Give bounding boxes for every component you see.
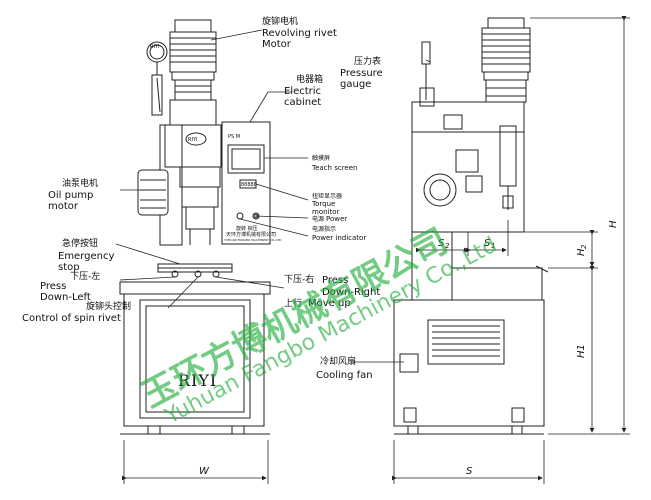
revolving-motor-label-en2: Motor (262, 39, 292, 50)
gauge-brand-text: RIYI (150, 44, 159, 50)
oil-pump-motor-drawing (137, 169, 169, 216)
pressure-gauge-front (146, 41, 168, 116)
move-up-label-cn: 上行 (284, 297, 302, 309)
revolving-motor-label-en1: Revolving rivet (262, 28, 337, 39)
torque-display-text: 88888 (241, 182, 257, 188)
pressure-gauge-side (419, 41, 435, 107)
pressure-gauge-label-en1: Pressure (340, 68, 383, 79)
oil-pump-label-en1: Oil pump (48, 190, 93, 201)
dim-H1: H1 (576, 344, 587, 358)
dim-S2: S (438, 238, 445, 249)
dim-W: W (199, 466, 210, 477)
callout-leaders (115, 29, 431, 363)
labels: 旋铆电机 Revolving rivet Motor 电器箱 Electric … (22, 15, 383, 381)
dim-S1: S (484, 238, 491, 249)
watermark-en: Yuhuan Fangbo Machinery Co.,Ltd (160, 233, 501, 430)
head-badge-text: RIYI (188, 137, 197, 143)
dim-H2: H (576, 248, 587, 256)
panel-top-label: PS M (228, 134, 240, 140)
spin-label-cn: 旋铆头控制 (86, 300, 131, 312)
power-indicator-label-en: Power indicator (312, 234, 366, 242)
press-right-label-en2: Down-Right (322, 287, 380, 298)
teach-screen-label-cn: 触摸屏 (312, 154, 330, 162)
dimension-lines (122, 16, 630, 484)
power-indicator-label-cn: 电源指示 (312, 225, 336, 233)
side-view (393, 17, 549, 435)
torque-label-cn: 扭矩显示器 (312, 192, 342, 200)
dim-H2-sub: 2 (580, 244, 588, 249)
power-label-en: Power (326, 215, 347, 223)
dim-S2-sub: 2 (445, 242, 450, 250)
panel-small-cn: 旋转 铆压 (236, 225, 258, 232)
watermark-cn: 玉环方博机械有限公司 (135, 221, 454, 416)
press-right-label-en1: Press (322, 275, 348, 286)
move-up-label-en: Move up (308, 298, 351, 309)
cooling-fan-label-cn: 冷却风扇 (320, 355, 356, 367)
dim-H: H (608, 220, 619, 228)
front-view (119, 19, 271, 435)
electric-cabinet-label-en1: Electric (284, 86, 321, 97)
press-left-label-en1: Press (40, 281, 66, 292)
watermark: 玉环方博机械有限公司 Yuhuan Fangbo Machinery Co.,L… (135, 221, 501, 430)
monitor-label-en: monitor (312, 208, 340, 216)
dimension-labels: W S S 2 S 1 H H1 H 2 (199, 220, 619, 477)
press-left-label-en2: Down-Left (40, 292, 91, 303)
panel-small-en: YUHUAN FANGBO MACHINERY CO.,LTD (224, 238, 282, 242)
electric-cabinet-drawing (221, 121, 271, 245)
oil-pump-label-cn: 油泵电机 (62, 177, 98, 189)
torque-label-en: Torque (311, 200, 335, 208)
emergency-label-en1: Emergency (58, 251, 114, 262)
electric-cabinet-label-cn: 电器箱 (296, 73, 323, 85)
cooling-fan-label-en: Cooling fan (316, 370, 373, 381)
pressure-gauge-label-cn: 压力表 (354, 55, 381, 67)
revolving-motor-label-cn: 旋铆电机 (262, 15, 298, 27)
emergency-label-cn: 急停按钮 (62, 237, 98, 249)
teach-screen-label-en: Teach screen (311, 164, 357, 172)
press-left-label-cn: 下压-左 (70, 270, 100, 282)
emergency-label-en2: stop (58, 262, 80, 273)
press-right-label-cn: 下压-右 (284, 273, 314, 285)
dim-S1-sub: 1 (491, 242, 495, 250)
pressure-gauge-label-en2: gauge (340, 79, 371, 90)
dim-S: S (466, 466, 473, 477)
electric-cabinet-label-en2: cabinet (284, 97, 321, 108)
brand-riyi: RIYI (178, 371, 217, 390)
spin-label-en: Control of spin rivet (22, 313, 121, 324)
side-motor-drawing (481, 17, 531, 103)
oil-pump-label-en2: motor (48, 201, 79, 212)
revolving-motor-drawing (164, 19, 222, 168)
power-label-cn: 电源 (312, 215, 324, 223)
panel-small-company: 天环方博机械有限公司 (226, 231, 276, 238)
